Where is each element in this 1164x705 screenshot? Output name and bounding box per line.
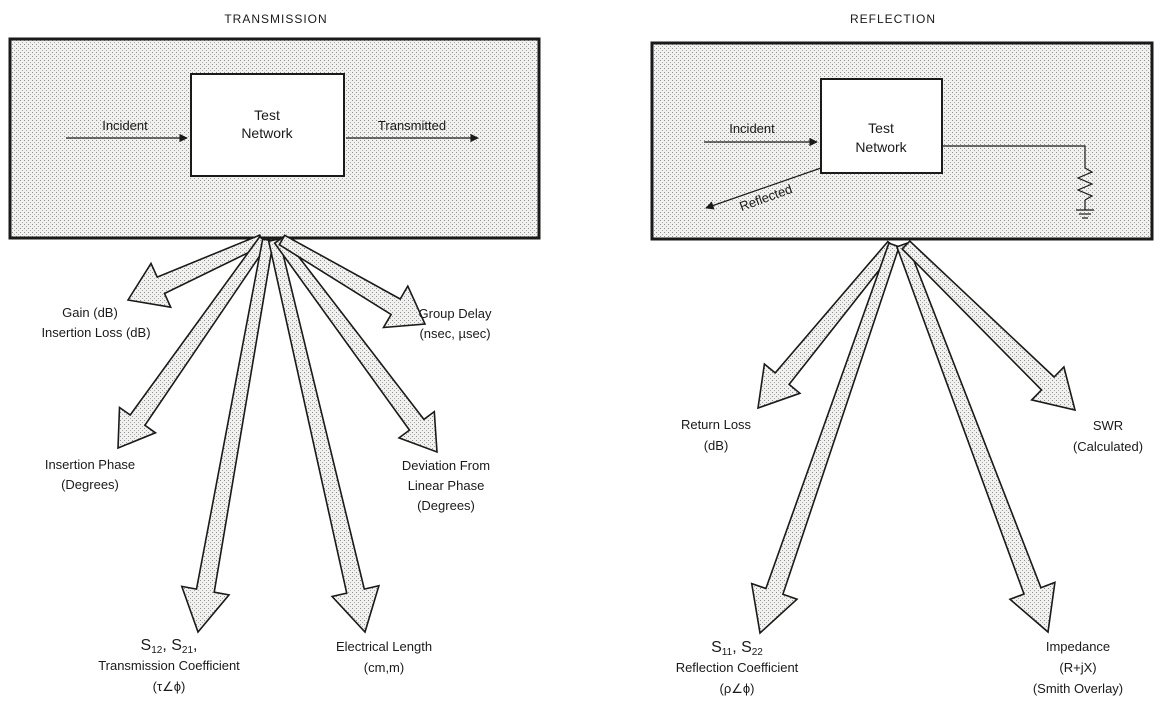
transmission-box-label-test: Test <box>254 107 280 123</box>
electrical-length-arrow <box>267 237 381 634</box>
transmission-title: TRANSMISSION <box>224 12 327 26</box>
s11-s22-label: S11, S22 <box>711 639 763 658</box>
s22-subscript: 22 <box>752 647 764 658</box>
impedance-unit: (R+jX) <box>1059 660 1096 675</box>
swr-unit: (Calculated) <box>1073 439 1143 454</box>
rho-phi-label: (ρ∠ϕ) <box>720 681 755 696</box>
s11-comma: , <box>732 639 741 656</box>
reflection-incident-label: Incident <box>729 121 775 136</box>
reflection-test-network-box <box>820 78 943 174</box>
transmission-coefficient-label: Transmission Coefficient <box>98 658 240 673</box>
deviation-line3: (Degrees) <box>417 498 475 513</box>
transmission-box-label-network: Network <box>241 125 293 141</box>
s12-subscript: 12 <box>151 645 163 656</box>
gain-label: Gain (dB) <box>62 305 118 320</box>
transmission-measurement-arrows <box>117 234 438 634</box>
insertion-phase-label: Insertion Phase <box>45 457 135 472</box>
s21-base: S <box>171 637 182 654</box>
transmission-incident-label: Incident <box>102 118 148 133</box>
load-wire <box>942 145 1086 168</box>
group-delay-label: Group Delay <box>419 306 492 321</box>
s21-comma: , <box>193 637 197 654</box>
insertion-loss-label: Insertion Loss (dB) <box>41 325 150 340</box>
impedance-arrow <box>895 242 1056 634</box>
swr-label: SWR <box>1093 418 1123 433</box>
s12-s21-label: S12, S21, <box>141 637 198 656</box>
reflection-title: REFLECTION <box>850 12 936 26</box>
group-delay-arrow <box>278 234 427 329</box>
reflection-box-label-test: Test <box>868 120 894 136</box>
transmission-test-network-box <box>190 73 345 177</box>
s12-base: S <box>141 637 152 654</box>
s11-subscript: 11 <box>722 647 733 658</box>
electrical-length-label: Electrical Length <box>336 639 432 654</box>
s12-comma: , <box>162 637 171 654</box>
tau-phi-label: (τ∠ϕ) <box>153 679 186 694</box>
reflection-panel: REFLECTION Test Network Incident Reflect… <box>650 12 1154 696</box>
reflection-coefficient-label: Reflection Coefficient <box>676 660 799 675</box>
reflection-measurement-arrows <box>750 239 1077 635</box>
resistor-zigzag <box>1076 167 1094 201</box>
return-loss-unit: (dB) <box>704 438 729 453</box>
s21-subscript: 21 <box>182 645 194 656</box>
transmission-coefficient-arrow <box>180 238 275 634</box>
group-delay-unit: (nsec, µsec) <box>419 326 490 341</box>
transmitted-label: Transmitted <box>378 118 446 133</box>
deviation-linear-phase-arrow <box>273 235 438 454</box>
deviation-line1: Deviation From <box>402 458 490 473</box>
insertion-phase-arrow <box>117 235 270 450</box>
s22-base: S <box>741 639 752 656</box>
insertion-phase-unit: (Degrees) <box>61 477 119 492</box>
transmission-panel: TRANSMISSION Test Network Incident Trans… <box>8 12 541 694</box>
reflection-coefficient-arrow <box>750 242 901 635</box>
reflection-box-label-network: Network <box>855 139 907 155</box>
reflected-arrow <box>705 167 822 210</box>
return-loss-arrow <box>757 240 898 410</box>
impedance-label: Impedance <box>1046 639 1110 654</box>
s11-base: S <box>711 639 722 656</box>
return-loss-label: Return Loss <box>681 417 752 432</box>
smith-overlay-label: (Smith Overlay) <box>1033 681 1123 696</box>
electrical-length-unit: (cm,m) <box>364 660 404 675</box>
load-resistor <box>942 145 1094 219</box>
deviation-line2: Linear Phase <box>408 478 485 493</box>
swr-arrow <box>901 239 1077 412</box>
